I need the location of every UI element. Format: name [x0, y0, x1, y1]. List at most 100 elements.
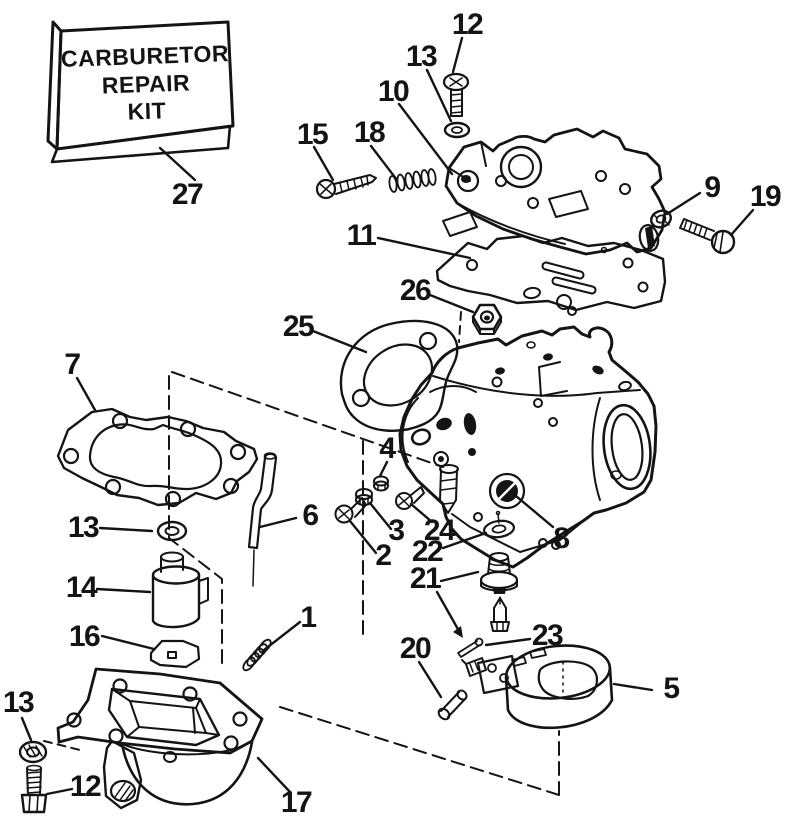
leader-10 — [397, 102, 454, 176]
screw-19 — [679, 218, 736, 255]
nut-26 — [471, 303, 503, 335]
repair-kit-box-27: CARBURETOR REPAIR KIT — [46, 20, 235, 164]
washer-13-top — [443, 121, 471, 139]
leader-17 — [256, 756, 292, 794]
callout-5: 5 — [663, 672, 679, 705]
float-chamber-14 — [151, 551, 209, 629]
leader-9 — [665, 191, 702, 216]
callout-12-top: 12 — [452, 8, 483, 41]
leader-6 — [258, 516, 298, 529]
hinge-pin-20 — [437, 689, 468, 721]
leader-5 — [612, 682, 654, 692]
leader-4 — [378, 460, 389, 478]
callout-14: 14 — [66, 571, 98, 604]
callout-12-bottom: 12 — [70, 770, 101, 803]
leader-21-arrowhead — [453, 626, 463, 638]
leader-2 — [348, 519, 378, 555]
callout-1: 1 — [300, 601, 316, 634]
leader-21b — [435, 590, 461, 633]
main-jet-21 — [479, 552, 519, 594]
callout-25: 25 — [283, 310, 314, 343]
callout-13-top: 13 — [406, 40, 437, 73]
washer-22 — [483, 510, 515, 539]
leader-12-top — [451, 36, 464, 74]
leader-13-top — [425, 68, 453, 123]
leader-12-bottom — [45, 787, 74, 796]
carburetor-body — [398, 325, 658, 569]
float-5 — [461, 644, 614, 730]
leader-13-bottom — [20, 716, 33, 742]
lockwasher-9 — [650, 209, 672, 229]
spring-18 — [388, 168, 437, 193]
leader-22 — [441, 531, 488, 550]
leader-11 — [376, 236, 472, 260]
leader-23 — [484, 637, 532, 647]
washer-13-middle — [156, 520, 188, 542]
leader-lines — [20, 36, 755, 796]
gasket-7 — [56, 407, 259, 508]
gasket-plate-16 — [149, 639, 201, 669]
callout-3: 3 — [388, 514, 404, 547]
alignment-dash-lines — [43, 311, 560, 796]
leader-18 — [369, 144, 399, 182]
kit-box-line1: CARBURETOR — [61, 40, 230, 72]
callout-16: 16 — [69, 620, 100, 653]
callout-10: 10 — [378, 75, 409, 108]
callout-11: 11 — [347, 219, 377, 252]
kit-box-line3: KIT — [127, 97, 166, 124]
callout-4: 4 — [379, 432, 396, 465]
leader-8 — [514, 494, 555, 529]
tube-6 — [247, 452, 278, 587]
leader-25 — [311, 329, 368, 354]
callout-6: 6 — [302, 499, 318, 532]
pump-gasket-11 — [435, 234, 667, 316]
clip-23 — [457, 637, 484, 658]
callout-labels: 27 12 13 10 15 18 9 19 11 26 25 7 13 6 1… — [3, 8, 783, 819]
callout-17: 17 — [281, 786, 312, 819]
leader-1 — [262, 620, 302, 652]
callout-2: 2 — [375, 539, 391, 572]
spring-1 — [242, 638, 272, 672]
flange-gasket-25 — [339, 319, 459, 433]
screw-12-bottom — [20, 764, 48, 814]
callout-15: 15 — [297, 118, 328, 151]
screw-15 — [315, 174, 377, 200]
leader-21a — [439, 570, 480, 583]
callout-24: 24 — [424, 514, 456, 547]
leader-14 — [95, 587, 152, 594]
callout-13-bottom: 13 — [3, 686, 34, 719]
callout-7: 7 — [64, 348, 80, 381]
needle-screw-24 — [395, 486, 425, 510]
leader-19 — [729, 208, 755, 237]
callout-22: 22 — [412, 535, 443, 568]
leader-7 — [75, 376, 97, 412]
kit-box-line2: REPAIR — [101, 69, 190, 98]
leader-26 — [428, 293, 475, 314]
needle-valve-21 — [490, 596, 510, 632]
screw-12-top — [442, 72, 470, 117]
callout-18: 18 — [354, 116, 385, 149]
leader-16 — [100, 634, 156, 651]
fuel-pump-cover-10 — [442, 127, 667, 256]
callout-9: 9 — [704, 171, 720, 204]
callout-8: 8 — [553, 522, 569, 555]
callout-21: 21 — [410, 562, 441, 595]
callout-19: 19 — [750, 180, 781, 213]
leader-15 — [312, 145, 335, 182]
lockwasher-13-bottom — [18, 740, 48, 764]
leader-20 — [417, 660, 443, 699]
leader-24 — [409, 502, 434, 524]
nut-4 — [373, 475, 389, 492]
callout-20: 20 — [400, 632, 431, 665]
leader-27 — [158, 146, 197, 182]
plug-8 — [488, 472, 526, 510]
callout-26: 26 — [400, 274, 431, 307]
callout-13-middle: 13 — [68, 511, 99, 544]
callout-23: 23 — [532, 619, 563, 652]
leader-3 — [368, 501, 393, 531]
idle-screw-2 — [334, 497, 367, 524]
callout-27: 27 — [172, 178, 203, 211]
float-bowl-17 — [56, 667, 264, 810]
